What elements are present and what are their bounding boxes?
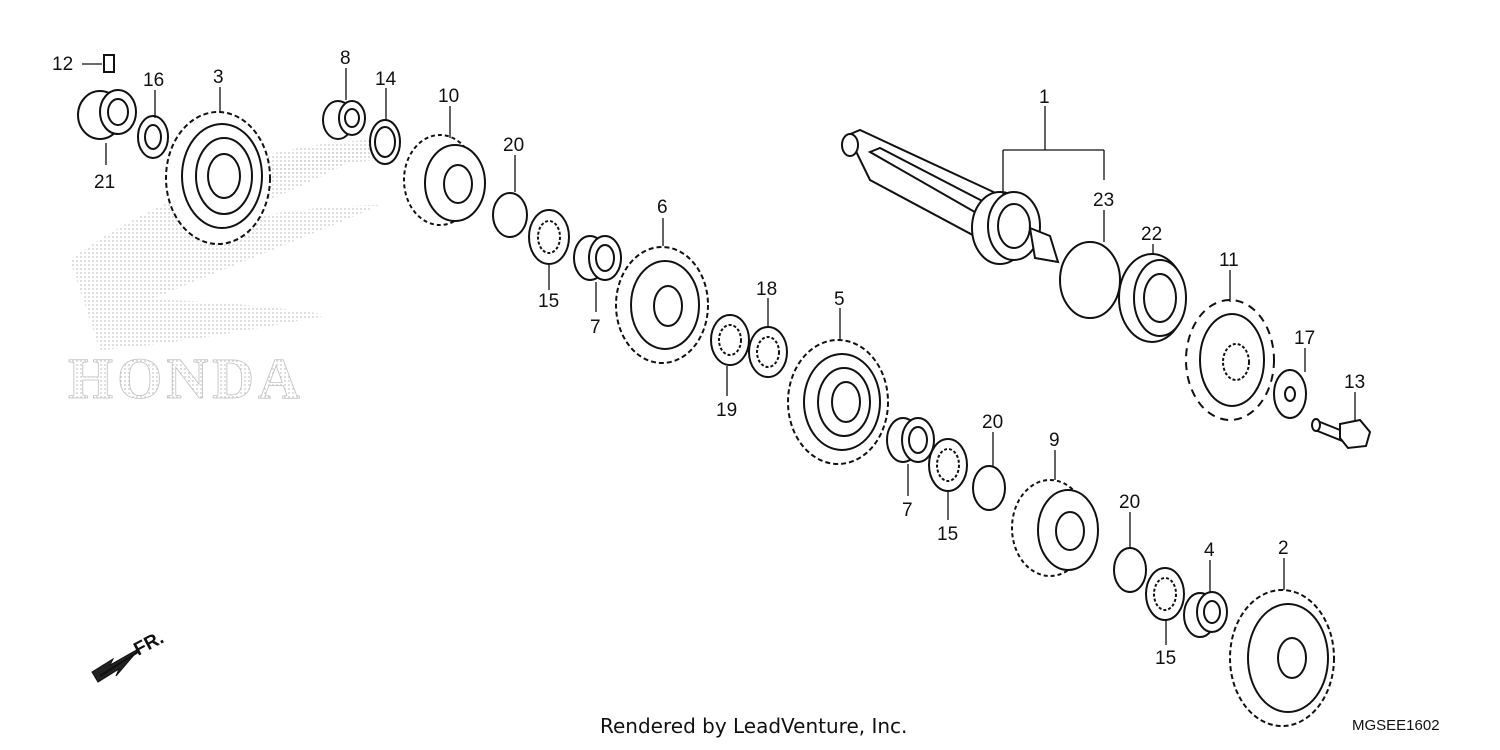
callout-20-lower: 20 bbox=[1119, 492, 1140, 513]
callout-21: 21 bbox=[94, 172, 115, 193]
callout-3: 3 bbox=[213, 67, 224, 88]
front-direction-arrow: FR. bbox=[91, 628, 167, 683]
part-21-bearing bbox=[77, 89, 137, 140]
part-15-washer-upper bbox=[528, 209, 570, 265]
part-20-circlip-lower bbox=[1113, 547, 1147, 593]
callout-23: 23 bbox=[1093, 190, 1114, 211]
part-20-circlip-middle bbox=[972, 465, 1006, 511]
callout-6: 6 bbox=[657, 197, 668, 218]
callout-20-upper: 20 bbox=[503, 135, 524, 156]
callout-14: 14 bbox=[375, 69, 397, 90]
callout-7-lower: 7 bbox=[902, 500, 913, 521]
part-5-gear bbox=[787, 339, 889, 465]
callout-10: 10 bbox=[438, 86, 459, 107]
part-3-gear bbox=[165, 111, 271, 245]
render-credit: Rendered by LeadVenture, Inc. bbox=[600, 714, 907, 738]
callout-12: 12 bbox=[52, 54, 73, 75]
front-label: FR. bbox=[130, 628, 167, 661]
callout-17: 17 bbox=[1294, 328, 1315, 349]
honda-watermark-text: HONDA bbox=[68, 346, 304, 411]
leader-lines bbox=[82, 63, 1356, 645]
part-17-washer bbox=[1273, 369, 1307, 419]
part-4-bushing bbox=[1183, 591, 1228, 638]
part-16-washer bbox=[137, 115, 169, 159]
callout-4: 4 bbox=[1204, 540, 1215, 561]
callout-13: 13 bbox=[1344, 372, 1365, 393]
callout-18: 18 bbox=[756, 279, 777, 300]
part-7-bearing-lower bbox=[886, 417, 935, 463]
part-1-mainshaft bbox=[841, 128, 1060, 265]
callout-22: 22 bbox=[1141, 224, 1162, 245]
part-12-pin bbox=[103, 54, 115, 73]
part-13-bolt bbox=[1311, 418, 1372, 450]
part-7-bearing-upper bbox=[573, 235, 622, 281]
callout-8: 8 bbox=[340, 48, 351, 69]
callout-7-upper: 7 bbox=[590, 317, 601, 338]
diagram-code: MGSEE1602 bbox=[1352, 717, 1440, 734]
part-22-oil-seal bbox=[1118, 253, 1187, 343]
part-15-washer-lower bbox=[1145, 567, 1185, 621]
part-14-washer bbox=[369, 119, 401, 165]
callout-9: 9 bbox=[1049, 430, 1060, 451]
part-9-gear bbox=[1011, 479, 1099, 577]
callout-1: 1 bbox=[1039, 87, 1050, 108]
callout-15-middle: 15 bbox=[937, 524, 958, 545]
callout-15-upper: 15 bbox=[538, 291, 559, 312]
callout-16: 16 bbox=[143, 70, 164, 91]
callout-20-middle: 20 bbox=[982, 412, 1003, 433]
callout-5: 5 bbox=[834, 289, 845, 310]
part-23-circlip bbox=[1059, 241, 1121, 319]
part-19-lock-washer bbox=[710, 314, 750, 366]
part-11-drive-sprocket bbox=[1185, 299, 1275, 421]
callout-19: 19 bbox=[716, 400, 737, 421]
part-8-bearing bbox=[322, 100, 366, 140]
callout-15-lower: 15 bbox=[1155, 648, 1176, 669]
part-2-gear bbox=[1229, 589, 1335, 727]
callout-2: 2 bbox=[1278, 538, 1289, 559]
callout-numbers: 12 16 3 21 8 14 10 20 15 7 6 18 19 5 1 2… bbox=[52, 48, 1365, 669]
callout-11: 11 bbox=[1219, 250, 1239, 271]
part-20-circlip-upper bbox=[492, 192, 528, 238]
part-15-washer-middle bbox=[928, 438, 968, 492]
part-18-splined-washer bbox=[748, 326, 788, 378]
part-10-gear bbox=[403, 134, 486, 226]
part-6-gear bbox=[615, 246, 709, 364]
